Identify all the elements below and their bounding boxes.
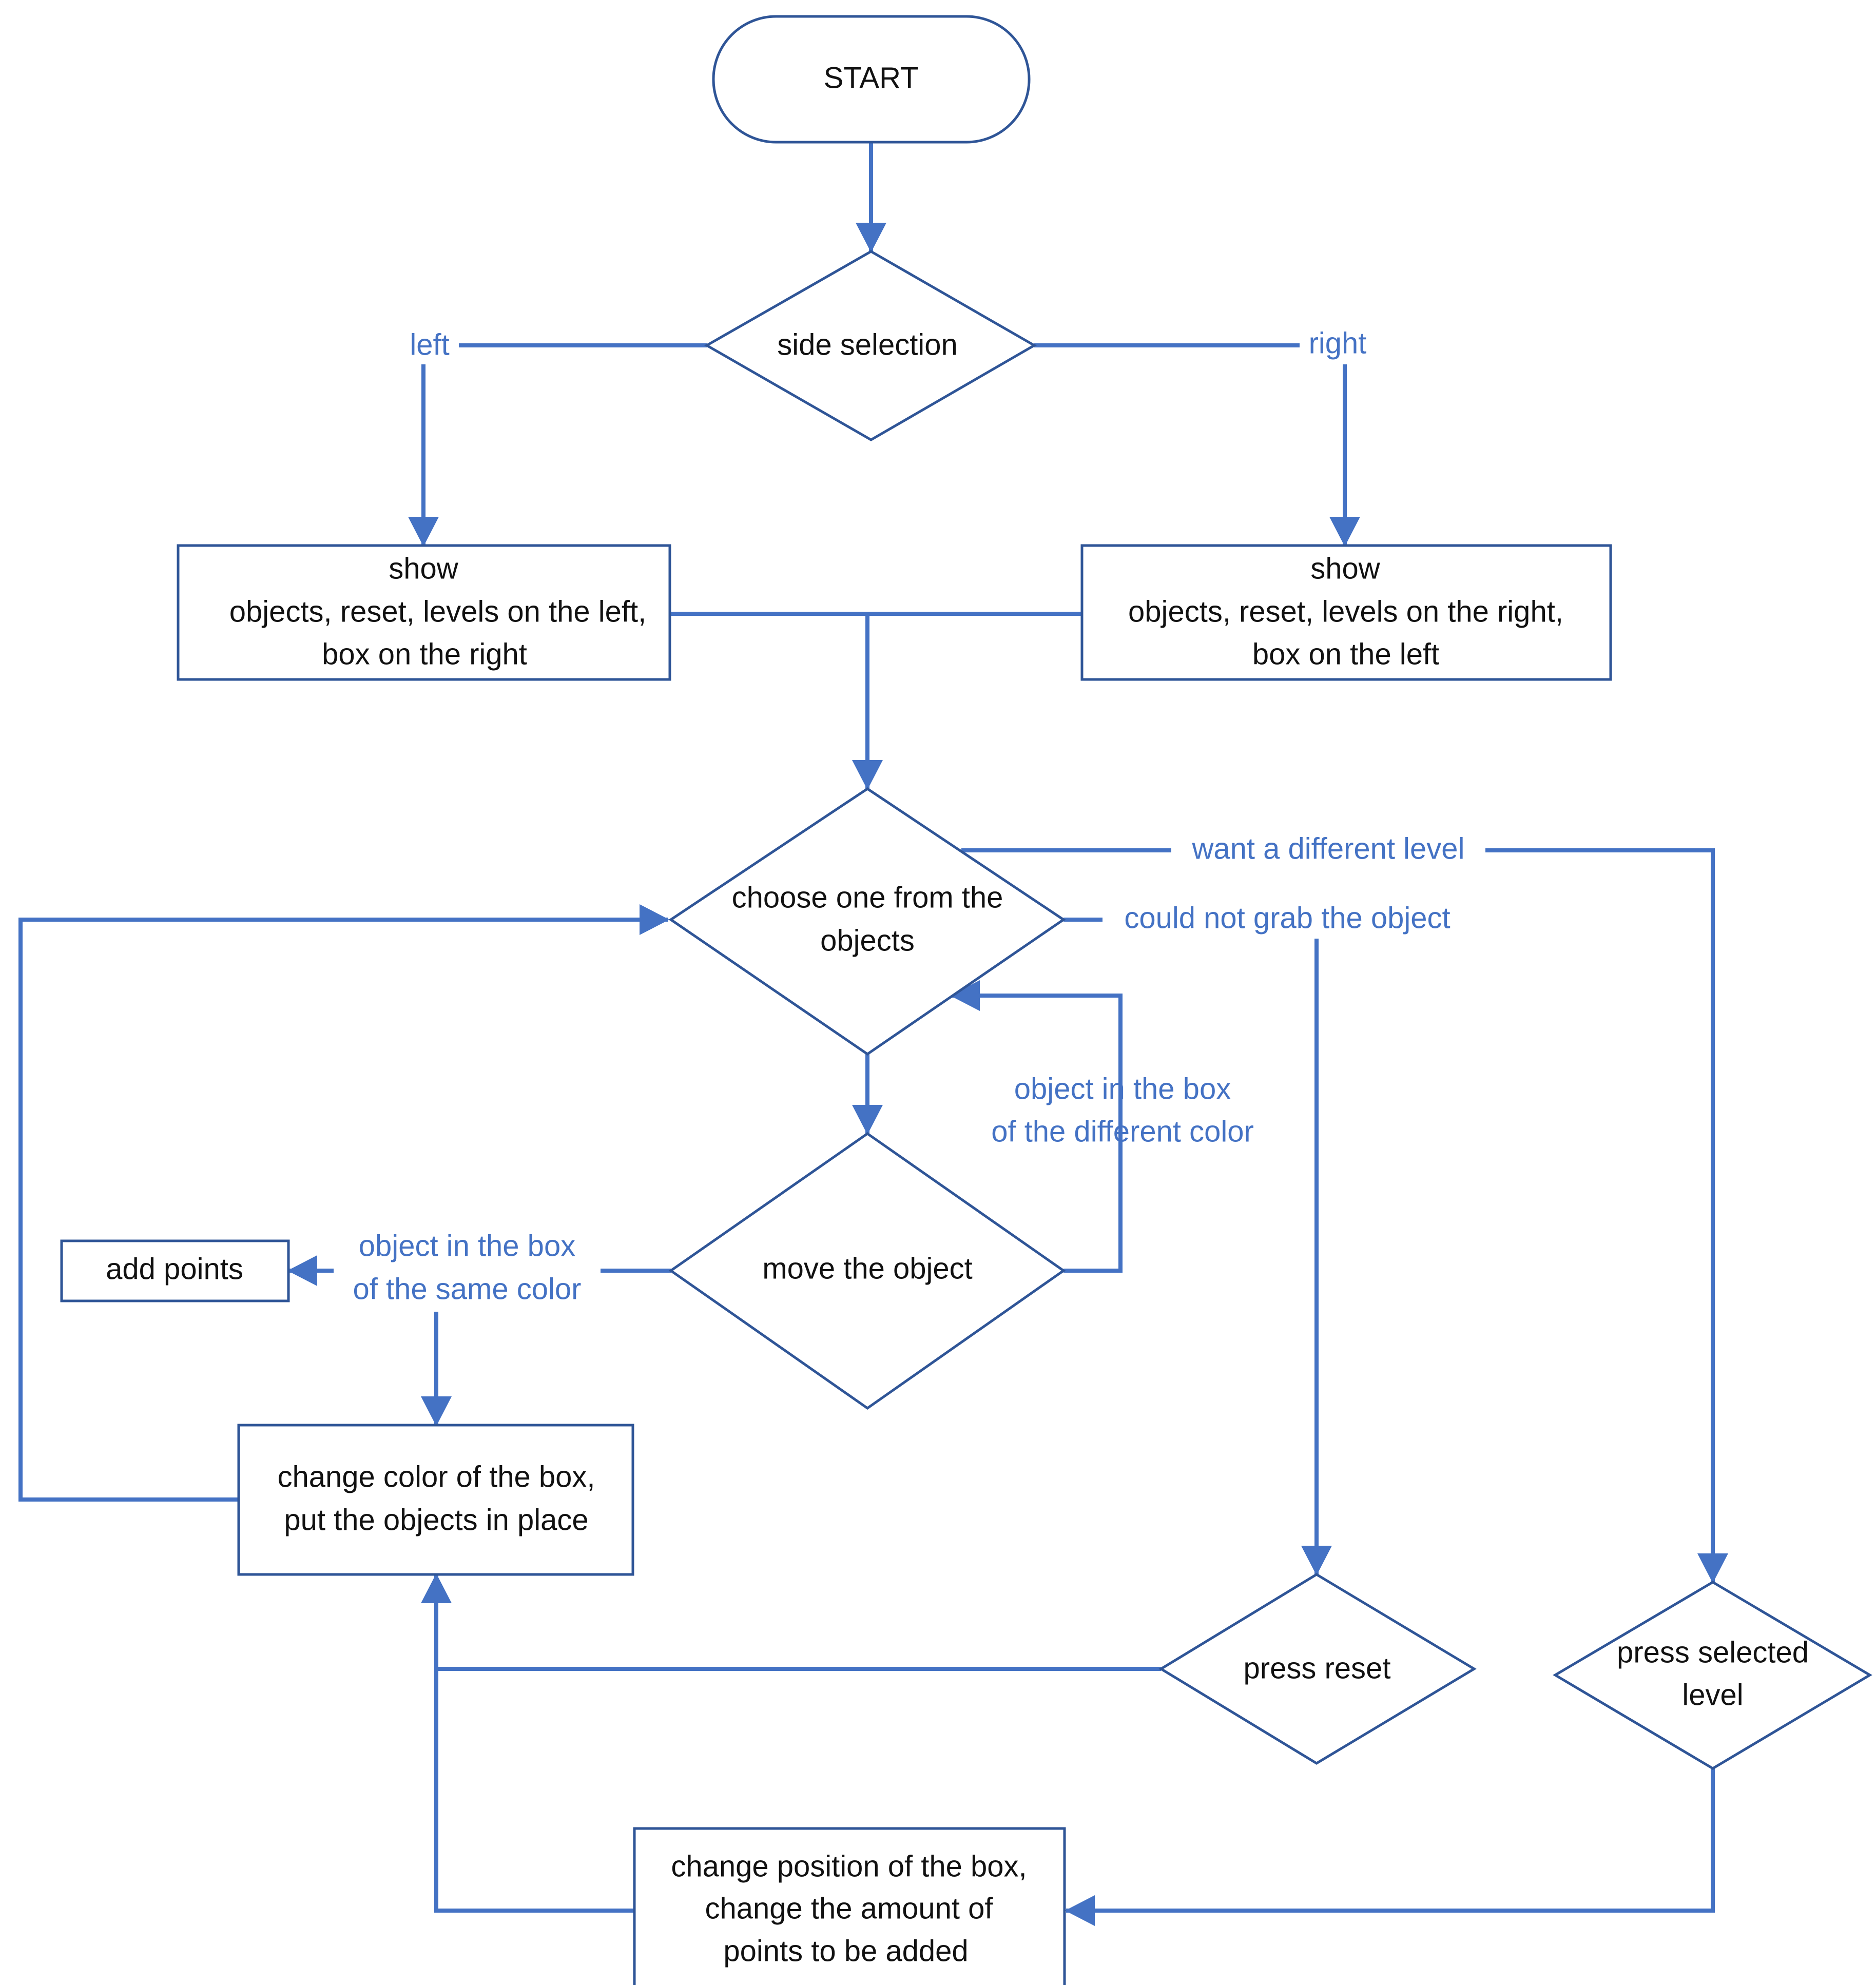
add-points-label: add points xyxy=(106,1252,243,1286)
start-terminator xyxy=(712,15,1031,144)
node-move-object: move the object xyxy=(668,1132,1066,1410)
edge-label-same-color-line1: object in the box xyxy=(359,1229,575,1262)
node-change-color: change color of the box, put the objects… xyxy=(237,1424,634,1576)
show-left-line1: show xyxy=(389,552,459,585)
could-not-grab-arrow xyxy=(1063,918,1332,1575)
press-reset-to-change-color-arrow xyxy=(421,1573,1161,1671)
show-left-line3: box on the right xyxy=(322,637,527,671)
node-press-level: press selected level xyxy=(1553,1581,1872,1770)
press-reset-decision xyxy=(1158,1573,1477,1765)
choose-object-line2: objects xyxy=(820,924,915,957)
edge-label-left: left xyxy=(410,328,449,361)
different-color-loop-arrow xyxy=(950,980,1123,1273)
press-level-line1: press selected xyxy=(1617,1636,1809,1669)
show-right-box xyxy=(1080,544,1612,681)
edge-labels: left right want a different level could … xyxy=(334,326,1485,1312)
change-position-box xyxy=(633,1827,1066,1985)
choose-object-decision xyxy=(668,787,1066,1056)
show-right-line1: show xyxy=(1310,552,1381,585)
show-left-box xyxy=(177,544,671,681)
change-position-line1: change position of the box, xyxy=(671,1850,1027,1883)
node-add-points: add points xyxy=(60,1239,290,1302)
change-position-line3: points to be added xyxy=(723,1934,968,1968)
move-object-label: move the object xyxy=(762,1252,972,1285)
node-side-selection: side selection xyxy=(704,250,1037,441)
move-object-decision xyxy=(668,1132,1066,1410)
want-different-level-arrow xyxy=(961,848,1728,1583)
change-color-loop-arrow xyxy=(18,904,669,1502)
edge-label-want-different-level: want a different level xyxy=(1192,832,1465,865)
press-level-to-change-position-arrow xyxy=(1065,1768,1715,1926)
node-show-right: show objects, reset, levels on the right… xyxy=(1080,544,1612,681)
node-change-position: change position of the box, change the a… xyxy=(633,1827,1066,1985)
node-choose-object: choose one from the objects xyxy=(668,787,1066,1056)
edge-label-different-color-line1: object in the box xyxy=(1014,1072,1231,1105)
show-right-line2: objects, reset, levels on the right, xyxy=(1128,595,1563,628)
change-color-line2: put the objects in place xyxy=(284,1503,588,1536)
edge-label-right: right xyxy=(1309,326,1367,360)
show-right-line3: box on the left xyxy=(1252,637,1439,671)
press-level-decision xyxy=(1553,1581,1872,1770)
side-selection-decision xyxy=(704,250,1037,441)
node-press-reset: press reset xyxy=(1158,1573,1477,1765)
side-left-arrow xyxy=(408,343,707,547)
press-level-line2: level xyxy=(1682,1678,1743,1711)
start-label: START xyxy=(824,61,919,94)
change-color-box xyxy=(237,1424,634,1576)
choose-object-line1: choose one from the xyxy=(732,881,1003,914)
node-show-left: show objects, reset, levels on the left,… xyxy=(177,544,671,681)
show-left-line2: objects, reset, levels on the left, xyxy=(229,595,646,628)
node-start: START xyxy=(712,15,1031,144)
edge-label-could-not-grab: could not grab the object xyxy=(1124,901,1450,935)
side-selection-label: side selection xyxy=(777,328,957,361)
side-right-arrow xyxy=(1034,343,1360,547)
change-position-line2: change the amount of xyxy=(705,1892,993,1925)
change-color-line1: change color of the box, xyxy=(277,1460,595,1493)
press-reset-label: press reset xyxy=(1244,1651,1391,1685)
change-position-to-change-color-line xyxy=(434,1669,634,1913)
add-points-box xyxy=(60,1239,290,1302)
edge-label-same-color-line2: of the same color xyxy=(353,1272,582,1306)
edge-label-different-color-line2: of the different color xyxy=(991,1115,1254,1148)
